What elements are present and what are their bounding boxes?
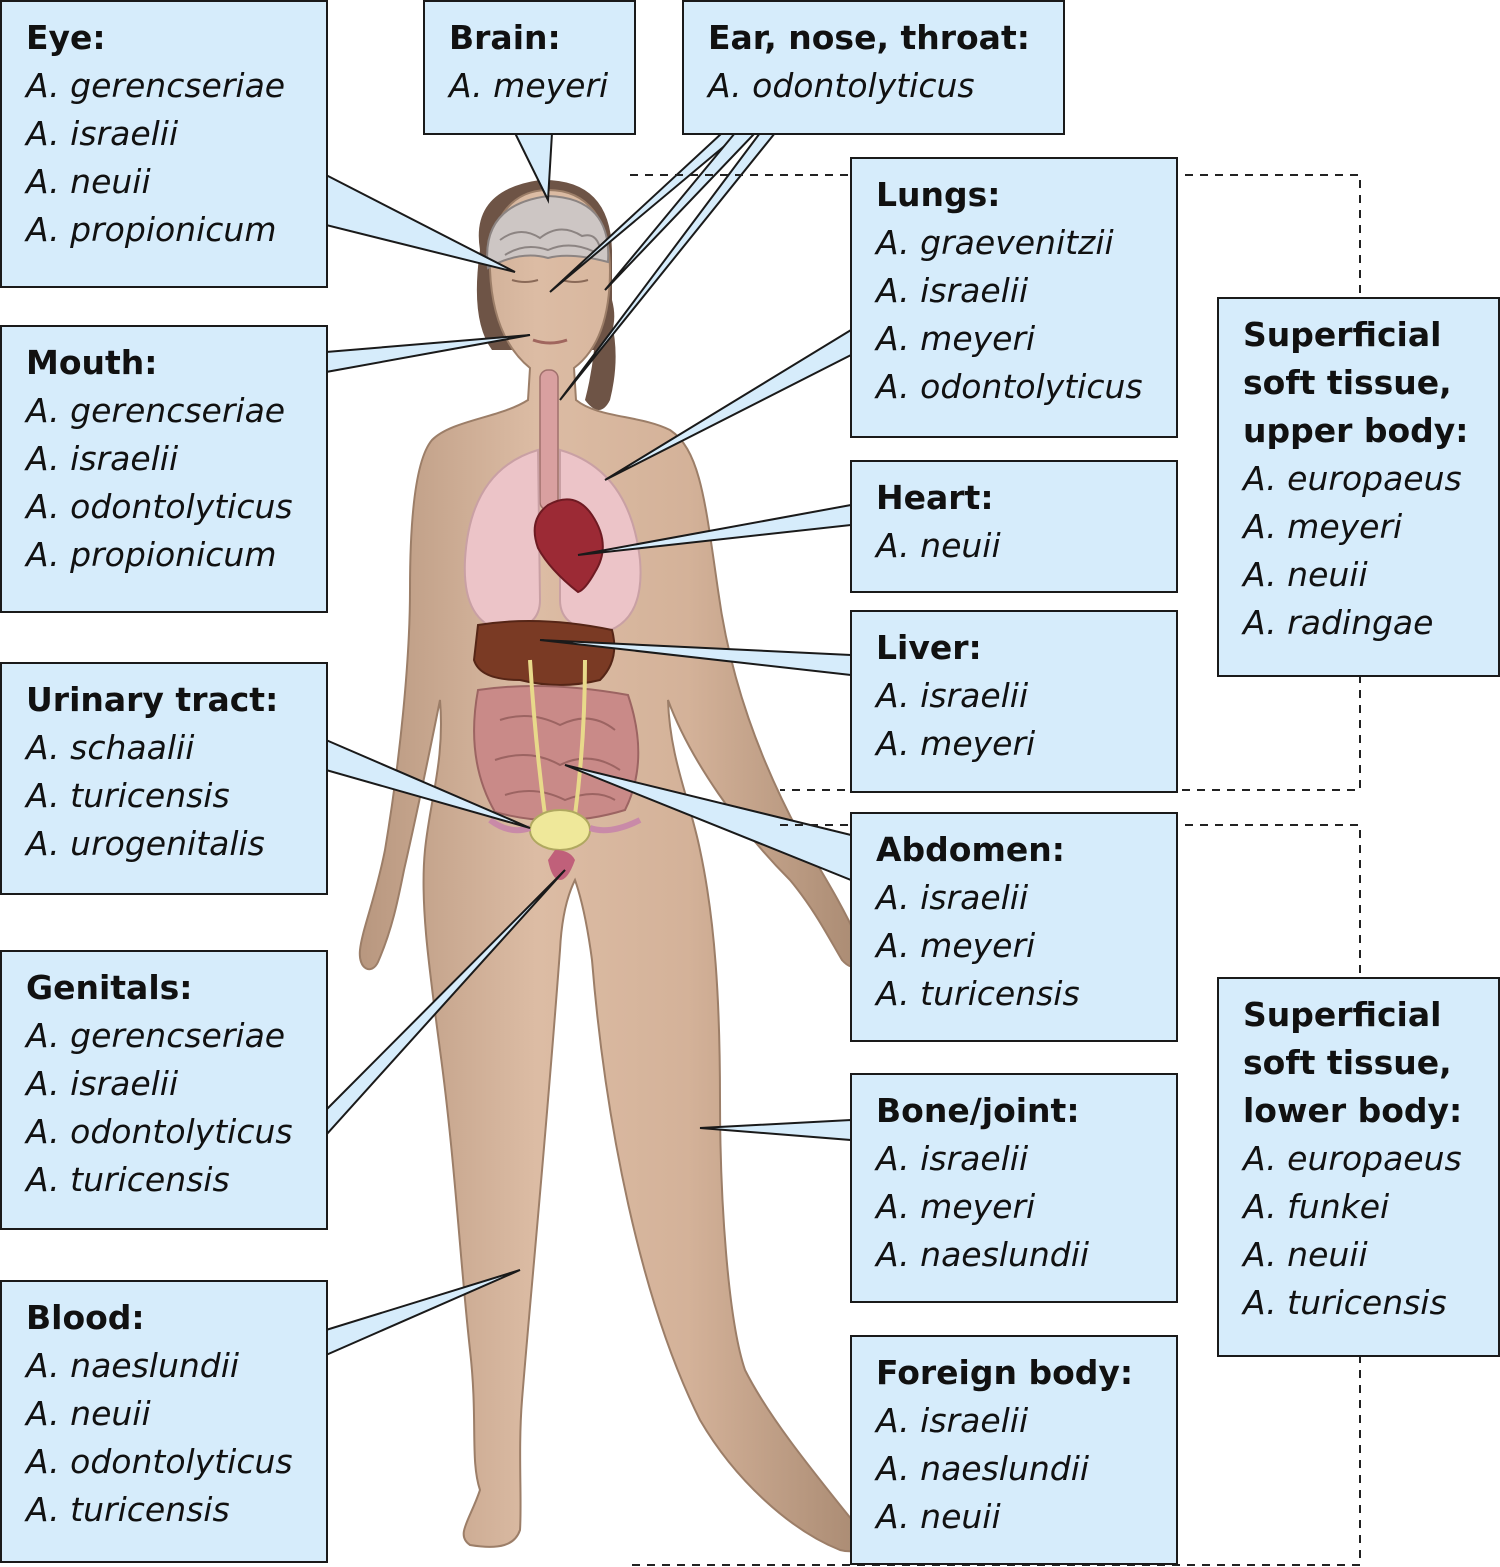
species-item: A. radingae: [1243, 603, 1434, 642]
species-item: A. turicensis: [876, 974, 1080, 1013]
species-item: A. gerencseriae: [26, 66, 286, 105]
species-item: A. meyeri: [876, 926, 1036, 965]
box-mouth: Mouth: A. gerencseriae A. israelii A. od…: [0, 325, 328, 613]
callout-mouth: [325, 334, 531, 374]
box-lungs-title: Lungs:: [876, 175, 1001, 214]
species-item: A. israelii: [26, 1064, 179, 1103]
box-heart: Heart: A. neuii: [850, 460, 1178, 593]
species-item: A. neuii: [876, 1497, 1001, 1536]
species-item: A. neuii: [26, 162, 151, 201]
species-item: A. meyeri: [876, 724, 1036, 763]
species-item: A. turicensis: [26, 776, 230, 815]
box-upper-title-line: Superficial: [1243, 315, 1442, 354]
species-item: A. israelii: [876, 1401, 1029, 1440]
box-liver-title: Liver:: [876, 628, 982, 667]
box-abdomen-title: Abdomen:: [876, 830, 1065, 869]
box-brain-title: Brain:: [449, 18, 561, 57]
species-item: A. neuii: [1243, 555, 1368, 594]
box-genitals: Genitals: A. gerencseriae A. israelii A.…: [0, 950, 328, 1230]
species-item: A. europaeus: [1243, 1139, 1462, 1178]
callout-lungs: [604, 328, 852, 481]
species-item: A. urogenitalis: [26, 824, 265, 863]
box-lower-title-line: soft tissue,: [1243, 1043, 1452, 1082]
species-item: A. odontolyticus: [876, 367, 1143, 406]
box-ent: Ear, nose, throat: A. odontolyticus: [682, 0, 1065, 135]
species-item: A. meyeri: [449, 66, 609, 105]
species-item: A. graevenitzii: [876, 223, 1114, 262]
box-abdomen: Abdomen: A. israelii A. meyeri A. turice…: [850, 812, 1178, 1042]
species-item: A. propionicum: [26, 210, 277, 249]
species-item: A. turicensis: [1243, 1283, 1447, 1322]
box-blood: Blood: A. naeslundii A. neuii A. odontol…: [0, 1280, 328, 1563]
species-item: A. turicensis: [26, 1160, 230, 1199]
genital-organ: [548, 850, 575, 880]
species-item: A. naeslundii: [26, 1346, 240, 1385]
box-heart-title: Heart:: [876, 478, 994, 517]
callout-ent-2: [604, 132, 758, 291]
callout-bone: [699, 1118, 852, 1142]
box-upper-title-line: soft tissue,: [1243, 363, 1452, 402]
box-superficial-lower: Superficial soft tissue, lower body: A. …: [1217, 977, 1500, 1357]
species-item: A. neuii: [1243, 1235, 1368, 1274]
species-item: A. israelii: [26, 439, 179, 478]
box-superficial-upper: Superficial soft tissue, upper body: A. …: [1217, 297, 1500, 677]
box-blood-title: Blood:: [26, 1298, 145, 1337]
box-liver: Liver: A. israelii A. meyeri: [850, 610, 1178, 793]
species-item: A. europaeus: [1243, 459, 1462, 498]
box-bone: Bone/joint: A. israelii A. meyeri A. nae…: [850, 1073, 1178, 1303]
box-eye: Eye: A. gerencseriae A. israelii A. neui…: [0, 0, 328, 288]
species-item: A. turicensis: [26, 1490, 230, 1529]
species-item: A. naeslundii: [876, 1235, 1090, 1274]
box-eye-title: Eye:: [26, 18, 106, 57]
species-item: A. gerencseriae: [26, 1016, 286, 1055]
species-item: A. israelii: [876, 271, 1029, 310]
box-lower-title-line: lower body:: [1243, 1091, 1463, 1130]
heart: [533, 498, 604, 594]
box-lungs: Lungs: A. graevenitzii A. israelii A. me…: [850, 157, 1178, 438]
species-item: A. propionicum: [26, 535, 277, 574]
box-foreign-title: Foreign body:: [876, 1353, 1134, 1392]
box-genitals-title: Genitals:: [26, 968, 193, 1007]
box-bone-title: Bone/joint:: [876, 1091, 1080, 1130]
box-foreign-body: Foreign body: A. israelii A. naeslundii …: [850, 1335, 1178, 1565]
species-item: A. israelii: [876, 878, 1029, 917]
bladder: [529, 809, 591, 851]
species-item: A. odontolyticus: [26, 1442, 293, 1481]
callout-lines: [325, 132, 852, 1357]
box-brain: Brain: A. meyeri: [423, 0, 636, 135]
box-mouth-title: Mouth:: [26, 343, 158, 382]
box-ent-title: Ear, nose, throat:: [708, 18, 1030, 57]
body-silhouette: [358, 188, 865, 1553]
box-upper-title-line: upper body:: [1243, 411, 1469, 450]
box-urinary-title: Urinary tract:: [26, 680, 279, 719]
species-item: A. odontolyticus: [708, 66, 975, 105]
species-item: A. neuii: [876, 526, 1001, 565]
box-urinary: Urinary tract: A. schaalii A. turicensis…: [0, 662, 328, 895]
liver: [472, 620, 616, 686]
species-item: A. funkei: [1243, 1187, 1390, 1226]
species-item: A. schaalii: [26, 728, 195, 767]
species-item: A. naeslundii: [876, 1449, 1090, 1488]
esophagus: [539, 369, 559, 511]
species-item: A. gerencseriae: [26, 391, 286, 430]
species-item: A. neuii: [26, 1394, 151, 1433]
species-item: A. israelii: [876, 1139, 1029, 1178]
box-lower-title-line: Superficial: [1243, 995, 1442, 1034]
species-item: A. meyeri: [876, 1187, 1036, 1226]
species-item: A. israelii: [876, 676, 1029, 715]
species-item: A. meyeri: [876, 319, 1036, 358]
species-item: A. odontolyticus: [26, 1112, 293, 1151]
species-item: A. odontolyticus: [26, 487, 293, 526]
species-item: A. israelii: [26, 114, 179, 153]
species-item: A. meyeri: [1243, 507, 1403, 546]
